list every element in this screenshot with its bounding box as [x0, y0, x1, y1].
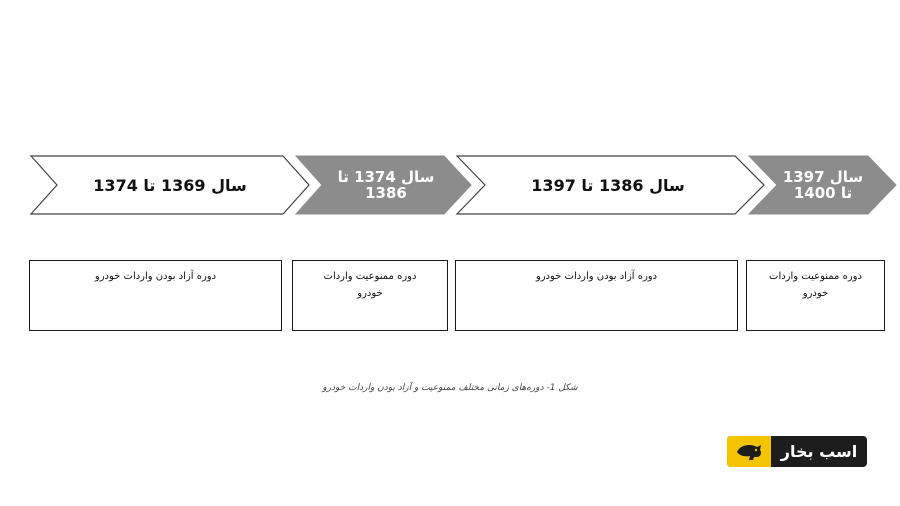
period-arrow-4 [747, 155, 897, 215]
period-label-3: سال 1386 تا 1397 [531, 175, 685, 195]
logo-text: اسب بخار [780, 442, 858, 461]
horse-icon [727, 436, 771, 467]
description-box-1: دوره آزاد بودن واردات خودرو [29, 260, 282, 331]
period-label-1: سال 1369 تا 1374 [93, 175, 247, 195]
brand-logo: اسب بخار [727, 436, 867, 467]
description-box-4: دوره ممنوعیت واردات خودرو [746, 260, 885, 331]
period-label-4: سال 1397 تا 1400 [782, 168, 864, 202]
period-arrow-2 [294, 155, 472, 215]
figure-caption: شکل 1- دوره‌های زمانی مختلف ممنوعیت و آز… [322, 383, 578, 393]
period-arrow-3 [455, 155, 765, 215]
period-label-2: سال 1374 تا 1386 [337, 168, 435, 202]
description-box-2: دوره ممنوعیت واردات خودرو [292, 260, 448, 331]
description-box-3: دوره آزاد بودن واردات خودرو [455, 260, 738, 331]
period-arrow-1 [29, 155, 310, 215]
